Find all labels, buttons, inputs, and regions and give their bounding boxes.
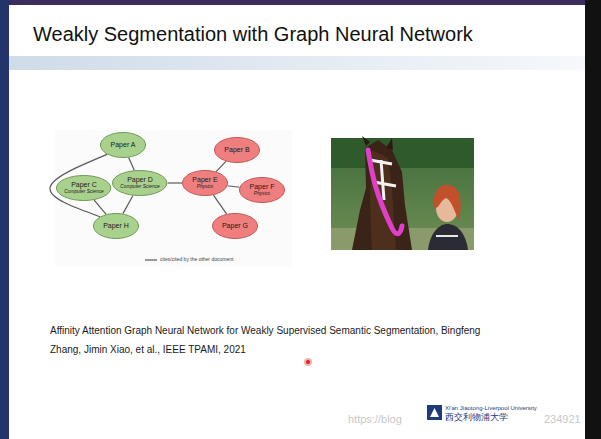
citation-link bbox=[94, 200, 106, 214]
paper-name: Paper B bbox=[224, 146, 249, 154]
paper-name: Paper D bbox=[127, 176, 153, 184]
right-margin bbox=[585, 0, 601, 439]
citation-text: Affinity Attention Graph Neural Network … bbox=[50, 321, 490, 359]
paper-field: Computer Science bbox=[120, 184, 159, 190]
top-bar bbox=[0, 0, 601, 5]
citation-link bbox=[168, 182, 182, 183]
paper-name: Paper H bbox=[103, 222, 129, 230]
paper-node: Paper FPhysics bbox=[239, 177, 285, 203]
paper-node: Paper G bbox=[212, 213, 258, 239]
paper-name: Paper F bbox=[250, 183, 275, 191]
legend-text: cites/cited by the other document bbox=[160, 256, 233, 263]
legend-line bbox=[145, 259, 157, 261]
paper-node: Paper B bbox=[214, 137, 260, 163]
paper-name: Paper A bbox=[111, 141, 136, 149]
paper-name: Paper E bbox=[192, 176, 217, 184]
university-logo bbox=[427, 405, 442, 420]
paper-node: Paper EPhysics bbox=[182, 170, 228, 196]
citation-link bbox=[227, 186, 239, 187]
cursor-dot bbox=[304, 358, 312, 366]
paper-field: Computer Science bbox=[64, 189, 103, 195]
left-bar bbox=[0, 0, 9, 439]
horse-photo bbox=[331, 136, 474, 250]
paper-node: Paper A bbox=[100, 132, 146, 158]
citation-link bbox=[213, 195, 226, 214]
citation-link bbox=[123, 196, 133, 214]
university-name-chinese: 西交利物浦大学 bbox=[445, 412, 508, 422]
citation-link bbox=[129, 158, 135, 171]
paper-field: Physics bbox=[197, 184, 214, 190]
university-name: Xi'an Jiaotong-Liverpool University bbox=[445, 405, 537, 412]
title-band bbox=[9, 56, 585, 70]
paper-name: Paper G bbox=[222, 222, 248, 230]
graph-panel bbox=[55, 130, 292, 267]
slide-title: Weakly Segmentation with Graph Neural Ne… bbox=[33, 22, 473, 46]
citation-link bbox=[216, 161, 226, 171]
paper-name: Paper C bbox=[71, 181, 97, 189]
paper-node: Paper H bbox=[93, 213, 139, 239]
paper-node: Paper CComputer Science bbox=[56, 175, 111, 201]
watermark: 234921 bbox=[544, 413, 581, 426]
paper-node: Paper DComputer Science bbox=[112, 170, 167, 196]
watermark: https://blog bbox=[348, 413, 402, 426]
cursor-dot bbox=[306, 360, 310, 364]
paper-field: Physics bbox=[254, 191, 271, 197]
